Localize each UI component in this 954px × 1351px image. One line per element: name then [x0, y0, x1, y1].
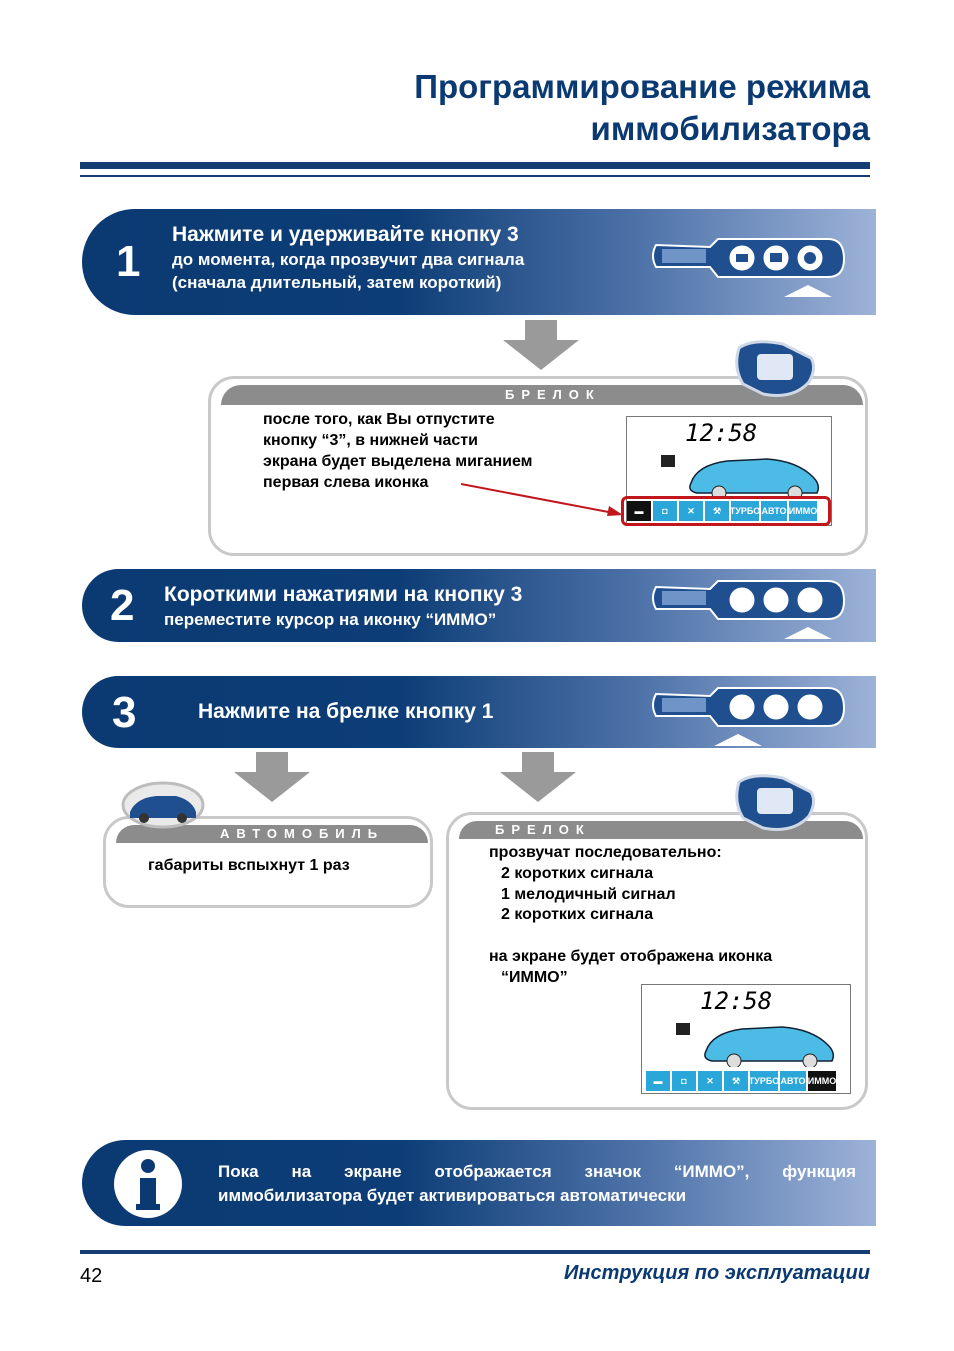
step1-desc1: до момента, когда прозвучит два сигнала	[172, 250, 525, 269]
pistol-icon: ▬	[646, 1071, 670, 1091]
step2-desc: переместите курсор на иконку “ИММО”	[164, 610, 497, 629]
lcd-icon-row-2: ▬ ◘ ✕ ⚒ ТУРБО АВТО ИММО	[646, 1071, 836, 1091]
panel2-line5: на экране будет отображена иконка	[489, 948, 773, 965]
fan-icon: ✕	[679, 501, 703, 521]
step3-number: 3	[112, 688, 137, 737]
panel2-line2: 2 коротких сигнала	[501, 865, 654, 882]
pistol-icon: ▬	[627, 501, 651, 521]
panel2-line4: 2 коротких сигнала	[501, 906, 654, 923]
arrow-down-icon	[500, 752, 576, 802]
panel2-line6: “ИММО”	[501, 969, 568, 986]
title-rule	[80, 162, 870, 169]
lock-icon: ◘	[672, 1071, 696, 1091]
turbo-icon: ТУРБО	[749, 1071, 779, 1091]
car-panel-text: габариты вспыхнут 1 раз	[148, 857, 350, 874]
car-panel: АВТОМОБИЛЬ габариты вспыхнут 1 раз	[103, 816, 433, 908]
panel1-line2: кнопку “3”, в нижней части	[263, 432, 478, 449]
wrench-icon: ⚒	[705, 501, 729, 521]
step1-desc2: (сначала длительный, затем короткий)	[172, 273, 502, 292]
panel2-line3: 1 мелодичный сигнал	[501, 886, 676, 903]
arrow-down-icon	[503, 320, 579, 370]
page-title-line2: иммобилизатора	[590, 110, 870, 147]
step2-title: Короткими нажатиями на кнопку 3	[164, 583, 523, 606]
highlight-frame	[621, 496, 831, 526]
title-rule-thin	[80, 175, 870, 177]
step1-band: 1 Нажмите и удерживайте кнопку 3 до моме…	[82, 209, 876, 315]
info-band: Пока на экране отображается значок “ИММО…	[82, 1140, 876, 1226]
panel1-line1: после того, как Вы отпустите	[263, 411, 495, 428]
step2-band: 2 Короткими нажатиями на кнопку 3 переме…	[82, 569, 876, 642]
info-text-1: Пока на экране отображается значок “ИММО…	[218, 1162, 856, 1181]
panel2-line1: прозвучат последовательно:	[489, 844, 722, 861]
panel1-line4: первая слева иконка	[263, 474, 429, 491]
step2-number: 2	[110, 581, 135, 630]
lcd-time: 12:58	[700, 987, 773, 1015]
keyfob-lcd-icon	[735, 340, 816, 397]
keyfob-remote-icon	[652, 238, 846, 297]
page-title-line1: Программирование режима	[414, 68, 870, 105]
immo-icon: ИММО	[789, 501, 817, 521]
keyfob-remote-icon	[652, 687, 846, 746]
footer-doc-title: Инструкция по эксплуатации	[564, 1262, 870, 1284]
pointer-arrow-icon	[461, 483, 623, 516]
car-icon	[661, 455, 820, 499]
lcd-screen-2: 12:58 ▬ ◘ ✕ ⚒ ТУРБО АВТО ИММО	[641, 984, 851, 1094]
car-badge-icon	[121, 781, 205, 829]
panel1-line3: экрана будет выделена миганием	[263, 453, 533, 470]
step3-band: 3 Нажмите на брелке кнопку 1	[82, 676, 876, 748]
keyfob-panel-1: БРЕЛОК после того, как Вы отпустите кноп…	[208, 376, 868, 556]
info-icon	[114, 1150, 182, 1218]
step3-title: Нажмите на брелке кнопку 1	[198, 700, 494, 723]
footer-rule	[80, 1250, 870, 1254]
step1-number: 1	[116, 237, 141, 286]
panel-head-car: АВТОМОБИЛЬ	[116, 825, 428, 843]
auto-icon: АВТО	[780, 1071, 806, 1091]
wrench-icon: ⚒	[724, 1071, 748, 1091]
turbo-icon: ТУРБО	[730, 501, 760, 521]
page-number: 42	[80, 1265, 103, 1287]
step1-title: Нажмите и удерживайте кнопку 3	[172, 223, 519, 246]
lcd-time: 12:58	[685, 419, 758, 447]
immo-icon: ИММО	[808, 1071, 836, 1091]
keyfob-remote-icon	[652, 580, 846, 639]
lock-icon: ◘	[653, 501, 677, 521]
auto-icon: АВТО	[761, 501, 787, 521]
car-icon	[676, 1023, 835, 1067]
info-text-2: иммобилизатора будет активироваться авто…	[218, 1186, 687, 1205]
keyfob-lcd-icon	[735, 774, 816, 831]
arrow-down-icon	[234, 752, 310, 802]
lcd-icon-row-1: ▬ ◘ ✕ ⚒ ТУРБО АВТО ИММО	[627, 501, 817, 521]
fan-icon: ✕	[698, 1071, 722, 1091]
panel-head-keyfob: БРЕЛОК	[221, 385, 863, 405]
